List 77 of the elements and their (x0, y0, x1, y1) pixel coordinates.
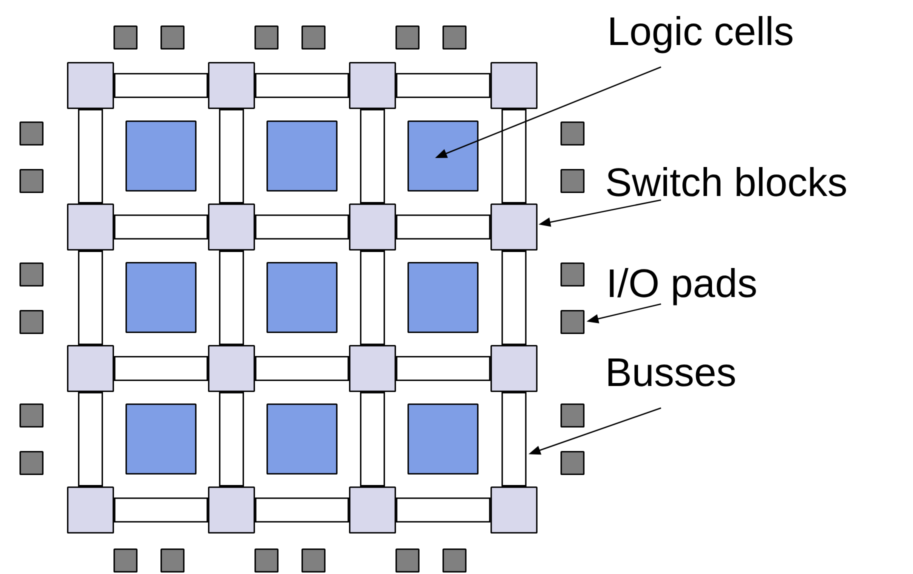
io-pad (20, 122, 44, 146)
logic-cell (408, 262, 478, 333)
io-pad (560, 122, 584, 146)
switch-block (208, 486, 255, 534)
switch-block (349, 345, 396, 392)
io-pad (254, 26, 278, 50)
bus (114, 498, 208, 522)
bus (219, 250, 244, 346)
io-pad (302, 548, 326, 572)
switch-block (208, 204, 255, 250)
io-pad (560, 451, 584, 475)
switch-block (67, 62, 114, 109)
logic-cell (266, 404, 338, 474)
bus (502, 108, 526, 204)
logic-cell (266, 262, 338, 333)
io-pad (20, 262, 44, 286)
switch-block (490, 486, 538, 534)
switch-block (490, 62, 538, 109)
io-pad (20, 169, 44, 193)
bus (255, 498, 349, 522)
io-pad (396, 548, 420, 572)
io-pad (160, 26, 184, 50)
bus (219, 392, 244, 486)
bus (360, 392, 385, 486)
io-pad (114, 548, 138, 572)
bus (78, 392, 103, 486)
bus (255, 356, 349, 381)
callout-label: Switch blocks (607, 167, 846, 196)
bus (114, 356, 208, 381)
callout-label: I/O pads (610, 268, 756, 306)
switch-block (208, 62, 255, 109)
io-pad (20, 310, 44, 334)
io-pad (560, 404, 584, 428)
bus (396, 356, 490, 381)
bus (502, 250, 526, 346)
io-pad (254, 548, 278, 572)
bus (360, 250, 385, 346)
io-pad (160, 548, 184, 572)
io-pad (114, 26, 138, 50)
bus (502, 392, 526, 486)
bus (255, 214, 349, 240)
bus (255, 73, 349, 98)
switch-block (349, 486, 396, 534)
bus (219, 108, 244, 204)
io-pad (20, 451, 44, 475)
io-pad (560, 262, 584, 286)
bus (360, 108, 385, 204)
bus (396, 498, 490, 522)
io-pad (442, 26, 466, 50)
io-pad (560, 310, 584, 334)
logic-cell (408, 404, 478, 474)
logic-cell (408, 120, 478, 192)
bus (396, 73, 490, 98)
switch-block (490, 345, 538, 392)
switch-block (490, 204, 538, 250)
logic-cell (126, 120, 196, 192)
io-pad (442, 548, 466, 572)
callout-label: Logic cells (610, 16, 792, 54)
logic-cell (126, 404, 196, 474)
io-pad (560, 169, 584, 193)
bus (114, 73, 208, 98)
logic-cell (126, 262, 196, 333)
switch-block (67, 486, 114, 534)
switch-block (349, 204, 396, 250)
switch-block (349, 62, 396, 109)
logic-cell (266, 120, 338, 192)
switch-block (208, 345, 255, 392)
bus (396, 214, 490, 240)
io-pad (396, 26, 420, 50)
callout-label: Busses (608, 358, 735, 386)
io-pad (302, 26, 326, 50)
bus (78, 108, 103, 204)
bus (78, 250, 103, 346)
bus (114, 214, 208, 240)
io-pad (20, 404, 44, 428)
switch-block (67, 345, 114, 392)
switch-block (67, 204, 114, 250)
